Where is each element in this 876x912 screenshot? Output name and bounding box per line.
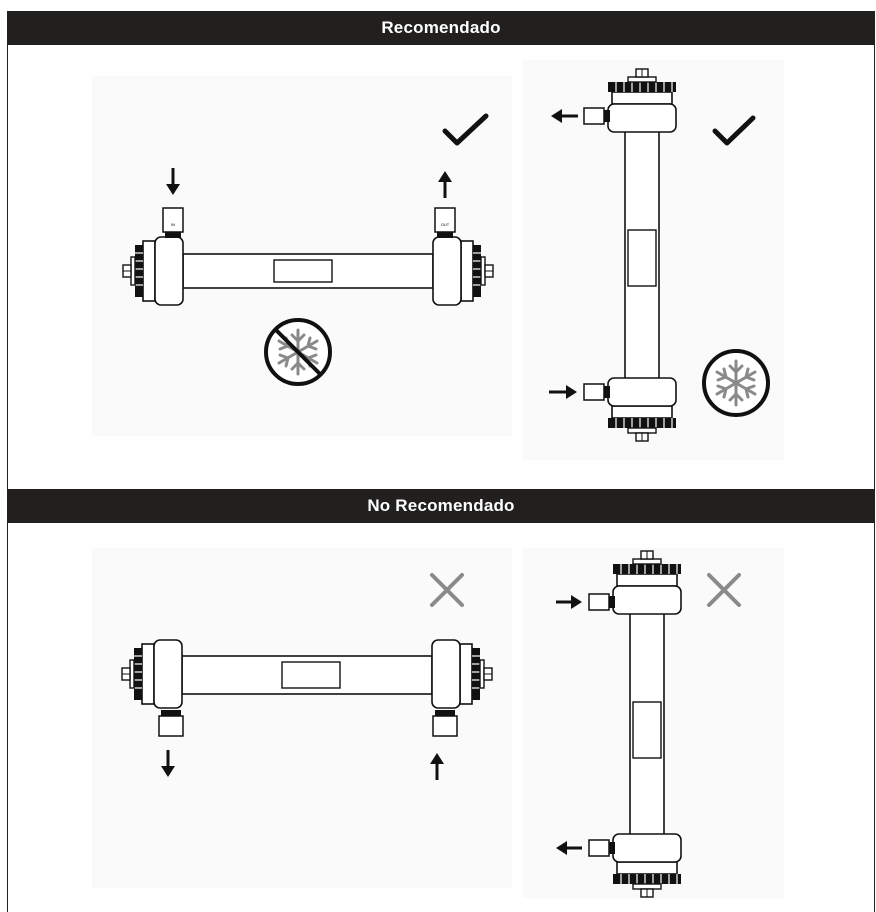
arrow-icon: [551, 109, 578, 123]
outlet-port-label: OUT: [441, 222, 450, 227]
not-recommended-title: No Recomendado: [367, 496, 515, 515]
check-icon: [712, 115, 756, 146]
diagram-frame: [7, 11, 875, 912]
no-freeze-icon: [264, 318, 332, 386]
horizontal-unit-recommended: IN OUT: [122, 168, 494, 306]
check-icon: [442, 113, 489, 146]
arrow-icon: [430, 753, 444, 780]
recommended-title: Recomendado: [381, 18, 501, 37]
arrow-icon: [166, 168, 180, 195]
arrow-icon: [161, 750, 175, 777]
cross-icon: [707, 573, 741, 607]
cross-icon: [430, 573, 464, 607]
vertical-unit-not-recommended: [556, 550, 682, 898]
recommended-header: Recomendado: [7, 11, 875, 45]
arrow-icon: [556, 595, 582, 609]
arrow-icon: [549, 385, 577, 399]
horizontal-unit-not-recommended: [121, 639, 493, 780]
vertical-unit-recommended: [549, 68, 677, 442]
snowflake-icon: [702, 349, 770, 417]
inlet-port-label: IN: [171, 222, 175, 227]
not-recommended-header: No Recomendado: [7, 489, 875, 523]
arrow-icon: [556, 841, 582, 855]
arrow-icon: [438, 171, 452, 198]
